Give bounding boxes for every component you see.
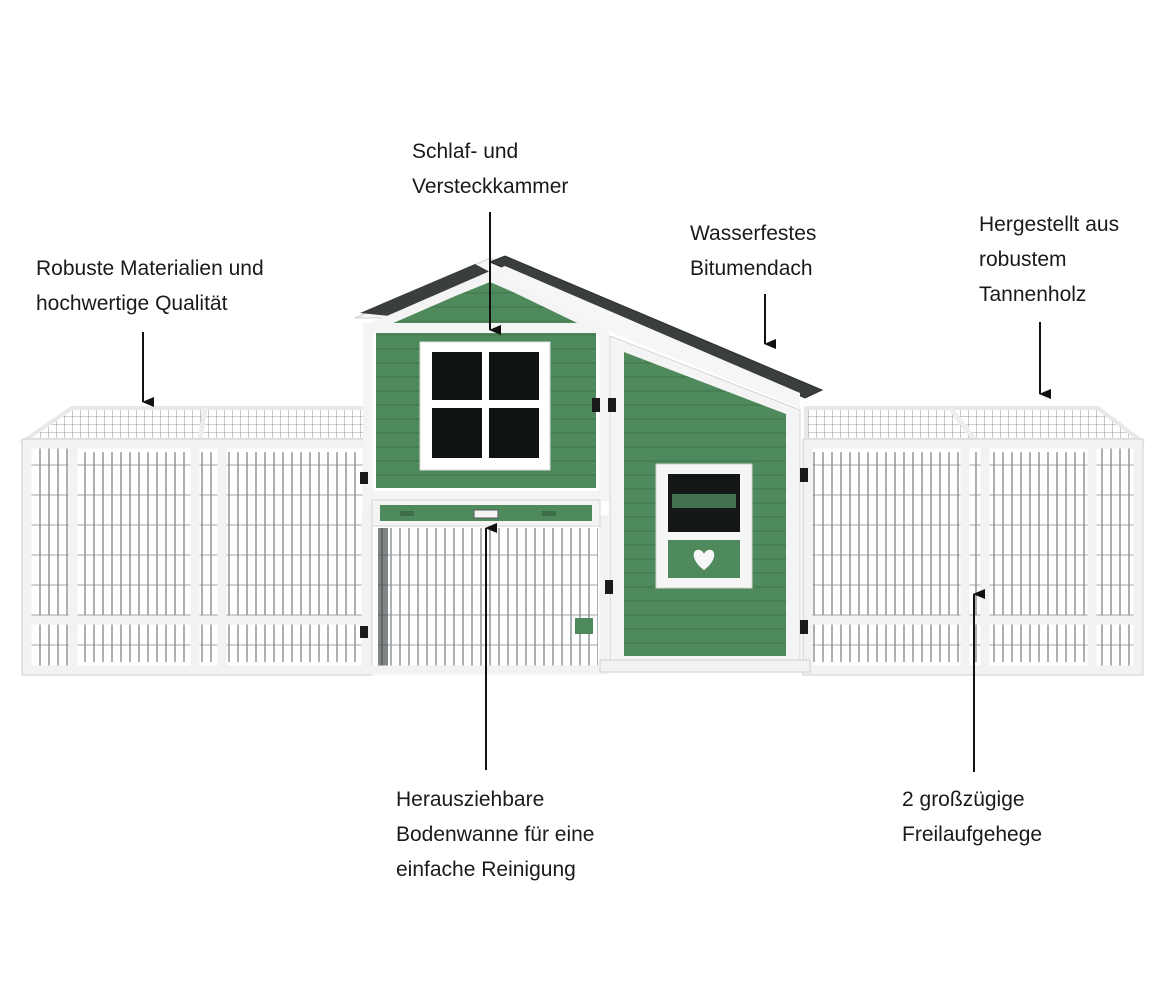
callout-wood-line-3: Tannenholz [979,283,1087,306]
callout-runs-line-1: 2 großzügige [902,788,1025,811]
callout-tray-line-1: Herausziehbare [396,788,545,811]
hutch-house [354,255,824,675]
callout-roof-line-1: Wasserfestes [690,222,817,245]
callout-wood-line-1: Hergestellt aus [979,213,1120,236]
callout-arrows [142,212,1051,772]
callout-sleep-line-1: Schlaf- und [412,140,519,163]
callout-tray: Herausziehbare Bodenwanne für eine einfa… [396,782,595,887]
callout-roof-line-2: Bitumendach [690,257,813,280]
callout-runs: 2 großzügige Freilaufgehege [902,782,1042,852]
callout-materials-line-2: hochwertige Qualität [36,292,228,315]
callout-sleep-line-2: Versteckkammer [412,175,569,198]
callout-materials-line-1: Robuste Materialien und [36,257,264,280]
callout-wood: Hergestellt aus robustem Tannenholz [979,207,1119,312]
callout-wood-line-2: robustem [979,248,1067,271]
callout-tray-line-3: einfache Reinigung [396,858,576,881]
callout-materials: Robuste Materialien und hochwertige Qual… [36,251,264,321]
lower-run-mesh [378,528,598,666]
hinge-icon [360,398,808,638]
heart-icon [693,549,715,570]
callout-roof: Wasserfestes Bitumendach [690,216,816,286]
callout-runs-line-2: Freilaufgehege [902,823,1043,846]
left-run [18,406,373,676]
callout-tray-line-2: Bodenwanne für eine [396,823,595,846]
callout-sleep-chamber: Schlaf- und Versteckkammer [412,134,568,204]
